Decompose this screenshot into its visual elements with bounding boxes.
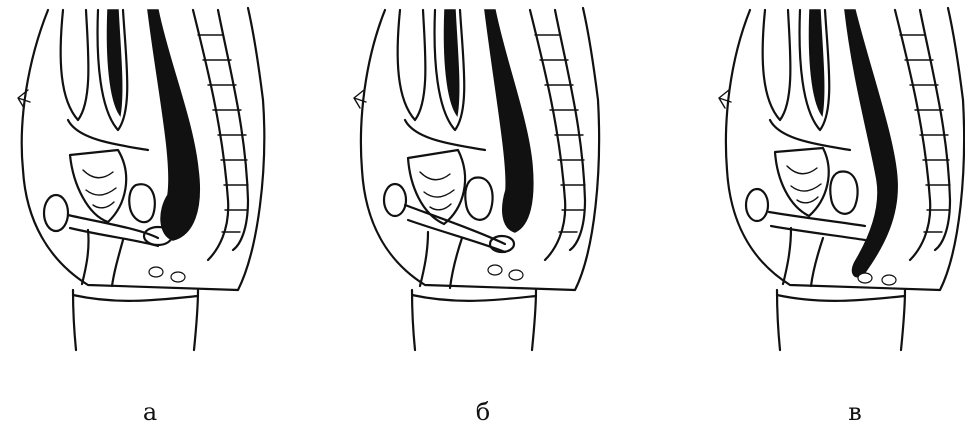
panel-label-a: а bbox=[130, 398, 170, 426]
pelvic-section-drawing-b bbox=[340, 0, 640, 370]
anatomy-panel-c bbox=[705, 0, 965, 370]
anatomy-panel-a bbox=[8, 0, 308, 370]
pelvic-section-drawing-c bbox=[705, 0, 965, 370]
panel-label-b: б bbox=[463, 398, 503, 426]
pelvic-section-drawing-a bbox=[8, 0, 308, 370]
anatomy-panel-b bbox=[340, 0, 640, 370]
panel-label-c: в bbox=[835, 398, 875, 426]
